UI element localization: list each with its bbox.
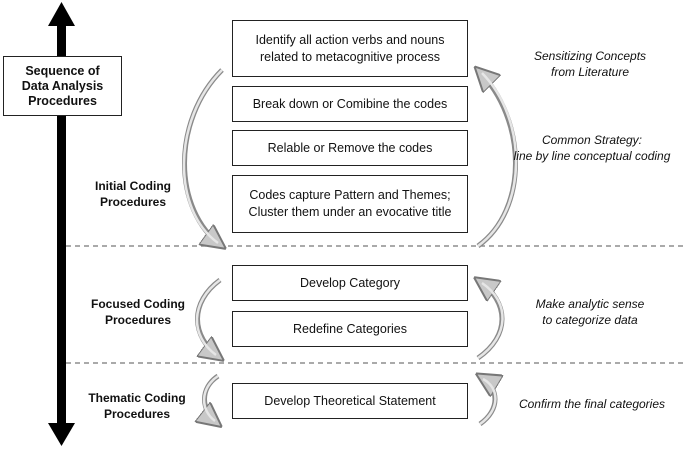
note-analytic-sense: Make analytic sense to categorize data: [505, 296, 675, 328]
step-box-text: Break down or Comibine the codes: [252, 96, 448, 111]
step-box-text: Develop Category: [299, 275, 401, 290]
phase-label-line: Procedures: [99, 195, 167, 209]
phase-label-line: Procedures: [104, 313, 172, 327]
step-box-line: related to metacognitive process: [260, 49, 440, 64]
step-box-text: Develop Theoretical Statement: [264, 393, 436, 408]
note-sensitizing: Sensitizing Concepts from Literature: [505, 48, 675, 80]
sequence-label-line: Procedures: [28, 93, 97, 108]
step-box-identify: Identify all action verbs and nouns rela…: [232, 20, 468, 77]
note-line: line by line conceptual coding: [513, 149, 671, 163]
note-line: Confirm the final categories: [518, 397, 666, 411]
step-box-develop-category: Develop Category: [232, 265, 468, 301]
note-line: Sensitizing Concepts: [533, 49, 647, 63]
step-box-theoretical: Develop Theoretical Statement: [232, 383, 468, 419]
phase-label-initial: Initial Coding Procedures: [78, 178, 188, 210]
sequence-label-line: Data Analysis: [21, 78, 104, 93]
note-common-strategy: Common Strategy: line by line conceptual…: [500, 132, 684, 164]
step-box-text: Redefine Categories: [293, 321, 407, 336]
note-line: Common Strategy:: [541, 133, 643, 147]
note-line: to categorize data: [542, 313, 638, 327]
note-line: from Literature: [550, 65, 630, 79]
phase-label-thematic: Thematic Coding Procedures: [72, 390, 202, 422]
step-box-break-down: Break down or Comibine the codes: [232, 86, 468, 122]
step-box-codes-capture: Codes capture Pattern and Themes; Cluste…: [232, 175, 468, 233]
sequence-label-line: Sequence of: [25, 63, 100, 78]
phase-label-focused: Focused Coding Procedures: [78, 296, 198, 328]
phase-label-line: Focused Coding: [91, 297, 185, 311]
step-box-relable: Relable or Remove the codes: [232, 130, 468, 166]
step-box-redefine: Redefine Categories: [232, 311, 468, 347]
phase-label-line: Thematic Coding: [88, 391, 186, 405]
phase-label-line: Initial Coding: [95, 179, 171, 193]
phase-label-line: Procedures: [103, 407, 171, 421]
step-box-text: Relable or Remove the codes: [267, 140, 433, 155]
step-box-line: Codes capture Pattern and Themes;: [249, 188, 451, 202]
step-box-line: Cluster them under an evocative title: [248, 205, 452, 219]
sequence-label-box: Sequence of Data Analysis Procedures: [3, 56, 122, 116]
step-box-line: Identify all action verbs and nouns: [255, 32, 445, 47]
sequence-arrow: [48, 2, 75, 446]
note-line: Make analytic sense: [535, 297, 645, 311]
note-confirm: Confirm the final categories: [500, 396, 684, 412]
